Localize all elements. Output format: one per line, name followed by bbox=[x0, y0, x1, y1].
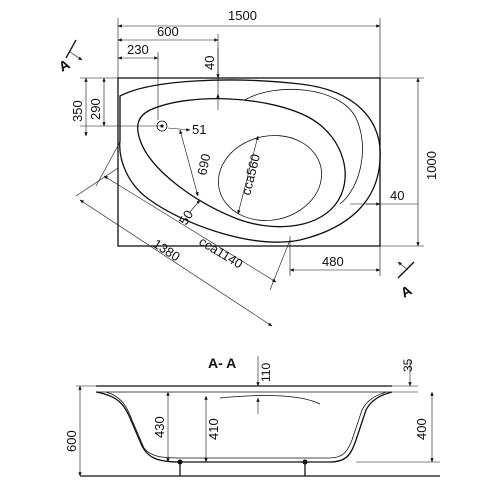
dim-350-label: 350 bbox=[70, 100, 85, 122]
dim-600-label: 600 bbox=[157, 24, 179, 39]
dim-230-label: 230 bbox=[127, 42, 149, 57]
dim-430-label: 430 bbox=[152, 416, 167, 438]
dim-1380-line bbox=[79, 199, 273, 327]
dim-cca560-label: cca560 bbox=[238, 152, 263, 196]
tub-section-inner bbox=[105, 391, 387, 459]
section-mark-left: A bbox=[56, 56, 72, 75]
dim-51-label: 51 bbox=[192, 122, 206, 137]
tub-section-body bbox=[95, 391, 393, 463]
dim-40-right-label: 40 bbox=[390, 188, 404, 203]
tub-inner-oval bbox=[217, 135, 323, 221]
tub-headrest bbox=[244, 88, 363, 205]
dim-290-label: 290 bbox=[88, 98, 103, 120]
section-title: A- A bbox=[208, 355, 236, 371]
top-view: 51 1500 600 230 40 350 290 A 690 bbox=[56, 8, 439, 327]
dim-cca1140-label: cca1140 bbox=[196, 234, 245, 272]
dim-50-label: 50 bbox=[176, 207, 196, 227]
section-view: A- A 110 35 400 600 430 bbox=[64, 355, 440, 477]
dim-1000-label: 1000 bbox=[424, 151, 439, 180]
dim-600-section-label: 600 bbox=[64, 430, 79, 452]
dim-40-top-label: 40 bbox=[202, 56, 217, 70]
dim-410-label: 410 bbox=[206, 418, 221, 440]
dim-110-label: 110 bbox=[259, 363, 273, 382]
section-mark-right: A bbox=[398, 282, 414, 301]
dim-1380-label: 1380 bbox=[150, 236, 182, 264]
dim-400-label: 400 bbox=[414, 418, 429, 440]
dim-35-label: 35 bbox=[401, 358, 415, 372]
dim-1500-label: 1500 bbox=[228, 8, 257, 23]
dim-690-label: 690 bbox=[194, 152, 213, 176]
tub-basin bbox=[137, 98, 346, 228]
dim-480-label: 480 bbox=[322, 254, 344, 269]
dim-690-line bbox=[179, 129, 199, 197]
